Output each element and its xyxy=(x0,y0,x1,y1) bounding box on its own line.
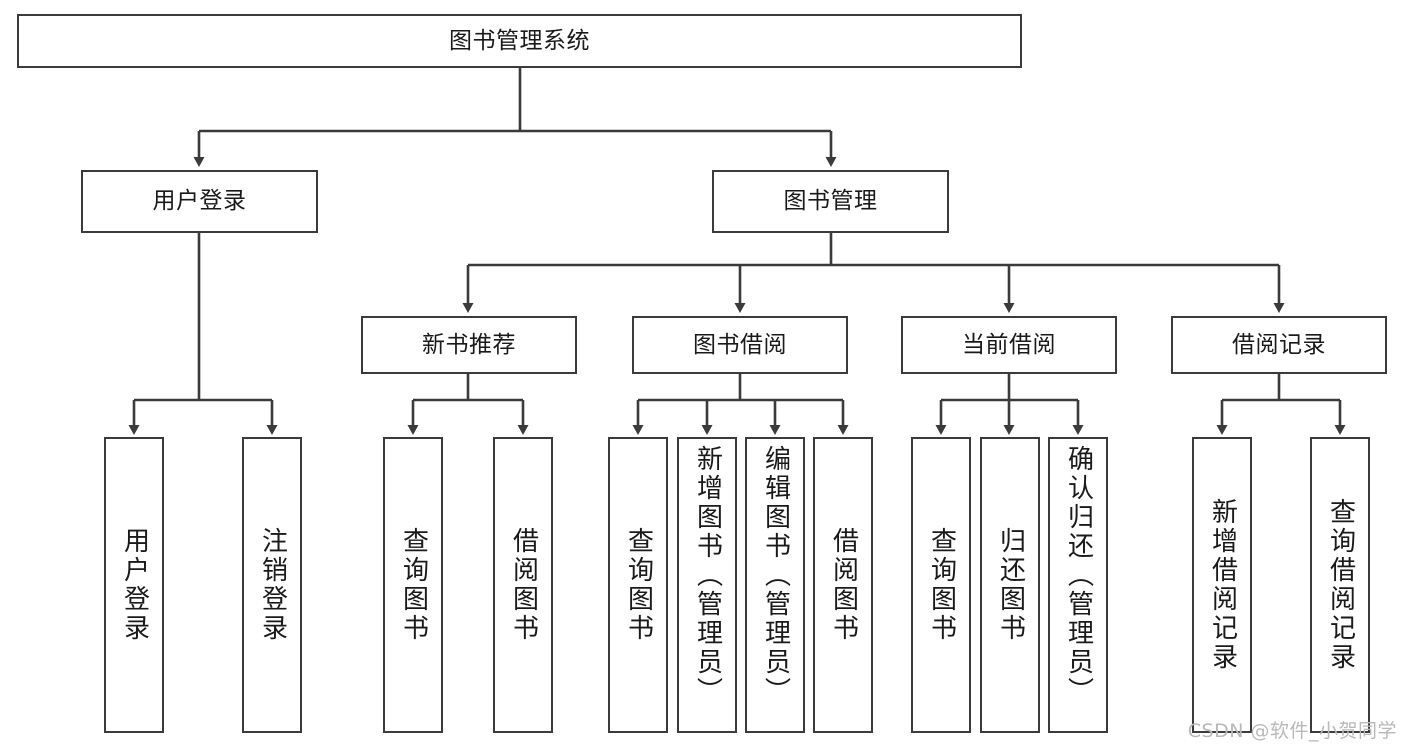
node-leaf-add-record[interactable]: 新增借阅记录 xyxy=(1192,437,1252,733)
node-user-login[interactable]: 用户登录 xyxy=(81,170,318,233)
node-leaf-query-book-1-label: 查询图书 xyxy=(398,527,429,643)
node-current-borrow-label: 当前借阅 xyxy=(962,331,1056,358)
node-book-borrow-label: 图书借阅 xyxy=(693,331,787,358)
node-leaf-edit-book[interactable]: 编辑图书（管理员） xyxy=(745,437,805,733)
watermark-text: CSDN @软件_小贺同学 xyxy=(1187,720,1397,742)
node-leaf-return-book-label: 归还图书 xyxy=(995,527,1026,643)
node-leaf-user-logout[interactable]: 注销登录 xyxy=(242,437,302,733)
node-book-borrow[interactable]: 图书借阅 xyxy=(632,316,848,374)
node-leaf-borrow-book-1-label: 借阅图书 xyxy=(508,527,539,643)
node-book-management-label: 图书管理 xyxy=(783,188,878,214)
node-leaf-user-login[interactable]: 用户登录 xyxy=(104,437,164,733)
node-leaf-user-logout-label: 注销登录 xyxy=(257,527,288,643)
node-leaf-confirm-return-label: 确认归还（管理员） xyxy=(1063,445,1094,706)
node-root-label: 图书管理系统 xyxy=(449,27,590,54)
node-borrow-record-label: 借阅记录 xyxy=(1232,331,1326,358)
node-leaf-add-book-label: 新增图书（管理员） xyxy=(692,445,723,706)
node-leaf-add-record-label: 新增借阅记录 xyxy=(1207,498,1238,672)
node-user-login-label: 用户登录 xyxy=(152,188,247,214)
node-book-management[interactable]: 图书管理 xyxy=(712,170,949,233)
node-current-borrow[interactable]: 当前借阅 xyxy=(901,316,1117,374)
node-root[interactable]: 图书管理系统 xyxy=(17,14,1022,68)
node-new-book-recommend[interactable]: 新书推荐 xyxy=(361,316,577,374)
node-leaf-query-book-3[interactable]: 查询图书 xyxy=(911,437,971,733)
node-new-book-recommend-label: 新书推荐 xyxy=(422,331,516,358)
node-leaf-borrow-book-2-label: 借阅图书 xyxy=(828,527,859,643)
node-borrow-record[interactable]: 借阅记录 xyxy=(1171,316,1387,374)
node-leaf-query-record[interactable]: 查询借阅记录 xyxy=(1310,437,1370,733)
node-leaf-user-login-label: 用户登录 xyxy=(119,527,150,643)
node-leaf-borrow-book-1[interactable]: 借阅图书 xyxy=(493,437,553,733)
node-leaf-edit-book-label: 编辑图书（管理员） xyxy=(760,445,791,706)
node-leaf-query-book-1[interactable]: 查询图书 xyxy=(383,437,443,733)
node-leaf-query-book-2[interactable]: 查询图书 xyxy=(608,437,668,733)
node-leaf-query-book-2-label: 查询图书 xyxy=(623,527,654,643)
node-leaf-query-record-label: 查询借阅记录 xyxy=(1325,498,1356,672)
node-leaf-query-book-3-label: 查询图书 xyxy=(926,527,957,643)
node-leaf-add-book[interactable]: 新增图书（管理员） xyxy=(677,437,737,733)
node-leaf-return-book[interactable]: 归还图书 xyxy=(980,437,1040,733)
node-leaf-borrow-book-2[interactable]: 借阅图书 xyxy=(813,437,873,733)
node-leaf-confirm-return[interactable]: 确认归还（管理员） xyxy=(1048,437,1108,733)
